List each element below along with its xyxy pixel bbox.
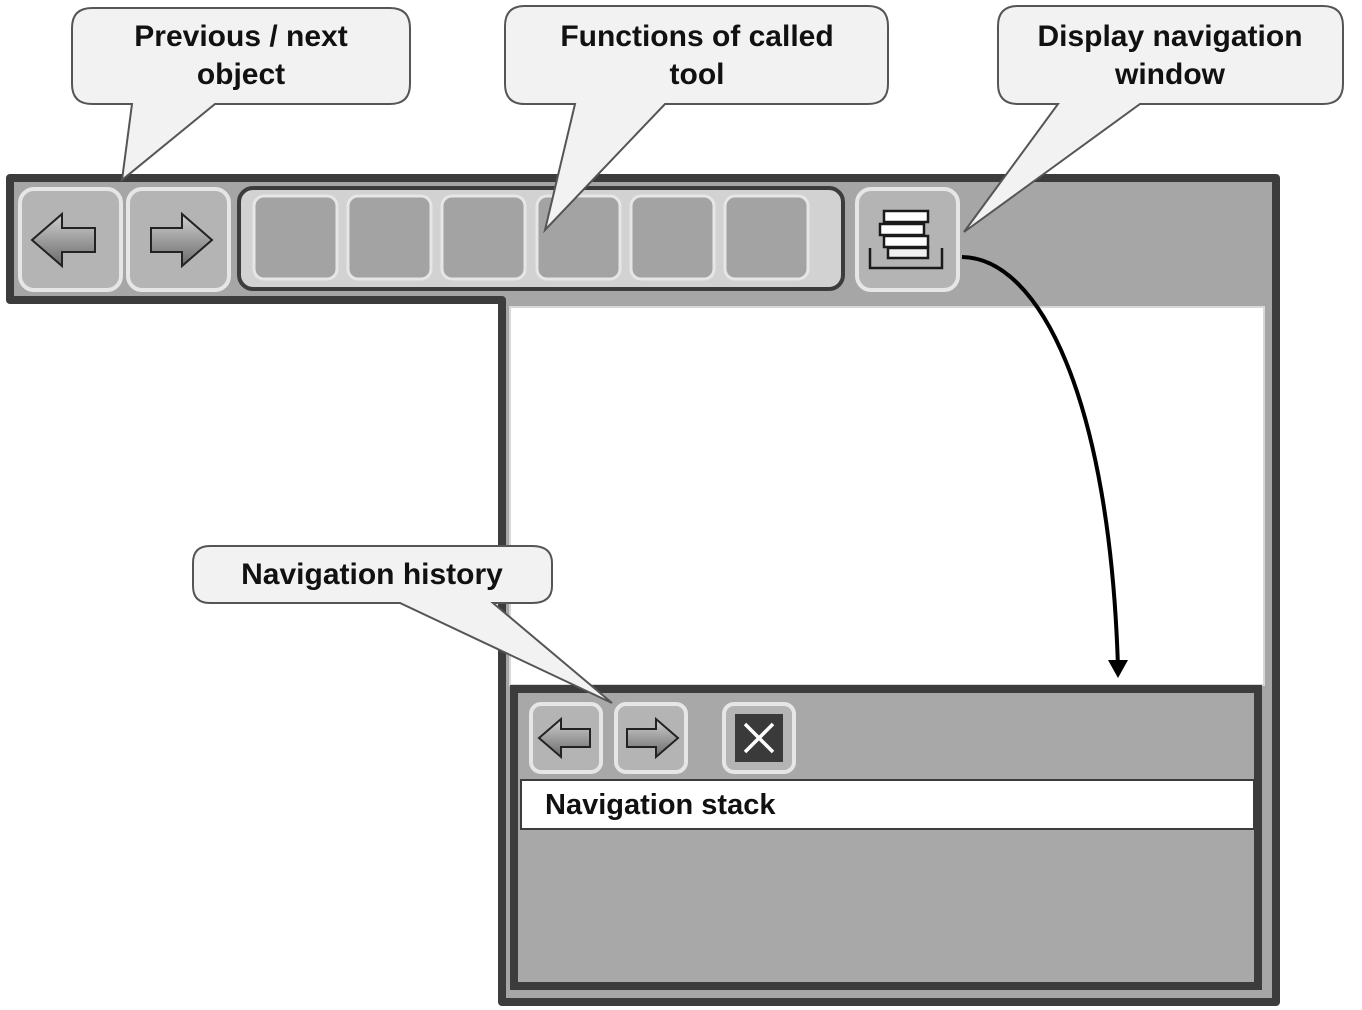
forward-button-target[interactable] (128, 189, 229, 290)
callout-nav-history-text: Navigation history (241, 558, 503, 591)
content-area (509, 306, 1265, 686)
nav-forward-button-target[interactable] (616, 704, 686, 772)
callout-tool-functions-text: Functions of called tool (560, 20, 834, 91)
navigation-stack-bar (520, 779, 1255, 830)
callout-prev-next (71, 7, 411, 183)
nav-back-button-target[interactable] (531, 704, 601, 772)
arrow-left-icon (30, 211, 96, 269)
nav-close-button-target[interactable] (724, 704, 794, 772)
arrow-right-icon (150, 211, 214, 269)
stack-icon (868, 209, 944, 270)
tool-slots (252, 194, 810, 281)
connector-arrowhead (1108, 660, 1128, 678)
callout-display-nav (963, 5, 1344, 233)
nav-arrow-left-icon (537, 716, 591, 760)
tool-slot-3 (440, 194, 527, 281)
tool-slot-2 (346, 194, 433, 281)
tool-slot-1 (252, 194, 339, 281)
callout-nav-history (192, 545, 613, 704)
back-button-target[interactable] (20, 189, 121, 290)
callout-display-nav-text: Display navigation window (1037, 20, 1303, 91)
connector-arrow (961, 255, 1120, 669)
navigation-stack-label: Navigation stack (545, 789, 776, 821)
close-icon (743, 722, 775, 754)
nav-arrow-right-icon (626, 716, 680, 760)
callout-prev-next-text: Previous / next object (134, 20, 348, 91)
tool-slot-5 (629, 194, 716, 281)
callout-tool-functions (504, 5, 889, 234)
display-navigation-button-target[interactable] (857, 189, 958, 290)
tool-slot-6 (723, 194, 810, 281)
